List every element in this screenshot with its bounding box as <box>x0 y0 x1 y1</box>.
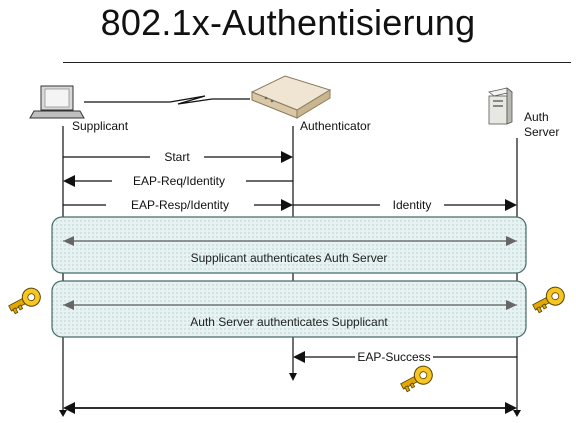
eap-resp-identity-message: EAP-Resp/Identity <box>63 197 293 212</box>
band2-label: Auth Server authenticates Supplicant <box>190 315 388 329</box>
key-icon <box>529 283 568 316</box>
eap-resp-label: EAP-Resp/Identity <box>131 198 229 212</box>
identity-label: Identity <box>393 198 432 212</box>
access-point-icon <box>250 75 332 119</box>
identity-message: Identity <box>293 197 517 212</box>
authenticator-label: Authenticator <box>300 119 371 133</box>
server-label-line1: Auth <box>524 110 549 124</box>
wireless-link <box>84 95 250 105</box>
eap-req-label: EAP-Req/Identity <box>133 174 225 188</box>
start-message: Start <box>63 149 293 164</box>
key-icon <box>5 284 44 317</box>
page-title: 802.1x-Authentisierung <box>100 2 476 43</box>
laptop-icon <box>29 85 85 119</box>
band-supplicant-auth: Auth Server authenticates Supplicant <box>51 280 527 338</box>
eap-req-identity-message: EAP-Req/Identity <box>63 173 293 188</box>
supplicant-label: Supplicant <box>72 119 129 133</box>
start-label: Start <box>164 150 190 164</box>
band-server-auth: Supplicant authenticates Auth Server <box>51 216 527 274</box>
server-tower-icon <box>488 87 513 125</box>
eap-success-label: EAP-Success <box>357 350 430 364</box>
eap-success-message: EAP-Success <box>293 349 517 364</box>
band1-label: Supplicant authenticates Auth Server <box>191 251 388 265</box>
key-icon <box>397 362 436 395</box>
server-label-line2: Server <box>524 125 559 139</box>
secure-channel-arrow <box>59 402 521 417</box>
title-divider <box>63 62 571 63</box>
